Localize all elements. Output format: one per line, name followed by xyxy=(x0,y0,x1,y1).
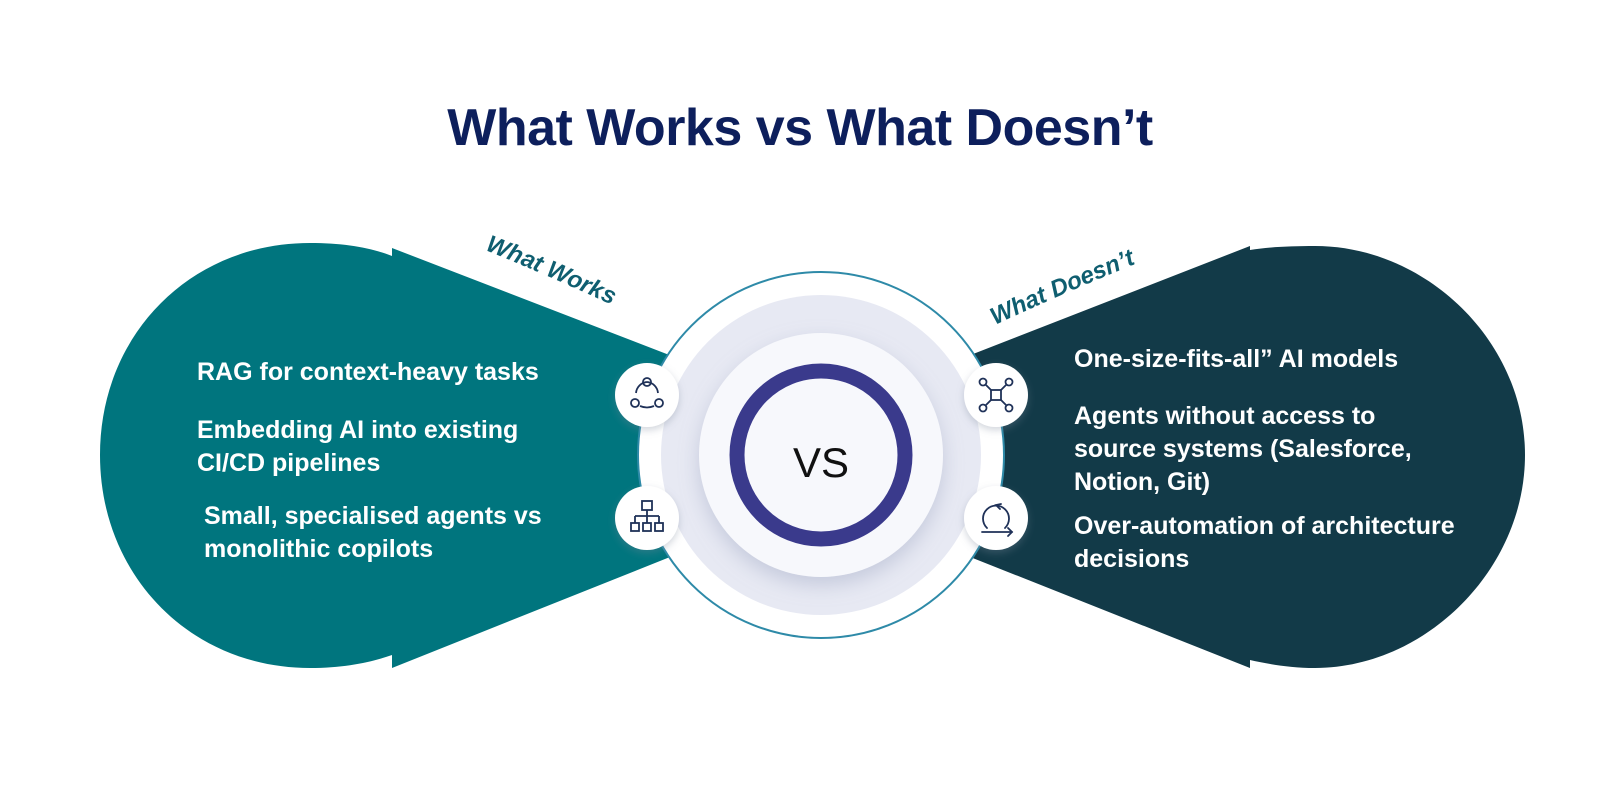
vs-ring xyxy=(729,363,913,547)
works-panel xyxy=(100,243,690,668)
works-item: RAG for context-heavy tasks xyxy=(197,358,539,386)
hierarchy-icon xyxy=(615,486,679,550)
loop-arrow-icon xyxy=(964,486,1028,550)
doesnt-item: One-size-fits-all” AI models xyxy=(1074,345,1399,373)
vs-label: VS xyxy=(793,439,849,486)
works-item: Small, specialised agents vs monolithic … xyxy=(204,502,542,563)
diagram-title: What Works vs What Doesn’t xyxy=(447,99,1153,157)
works-item: Embedding AI into existing CI/CD pipelin… xyxy=(197,416,519,477)
doesnt-shape xyxy=(950,246,1525,668)
doesnt-item: Over-automation of architecture decision… xyxy=(1074,512,1455,573)
network-hub-icon xyxy=(964,363,1028,427)
cycle-nodes-icon xyxy=(615,363,679,427)
doesnt-item: Agents without access to source systems … xyxy=(1074,402,1412,496)
doesnt-panel xyxy=(950,246,1525,668)
vs-badge: VS xyxy=(637,271,1005,639)
works-shape xyxy=(100,243,690,668)
